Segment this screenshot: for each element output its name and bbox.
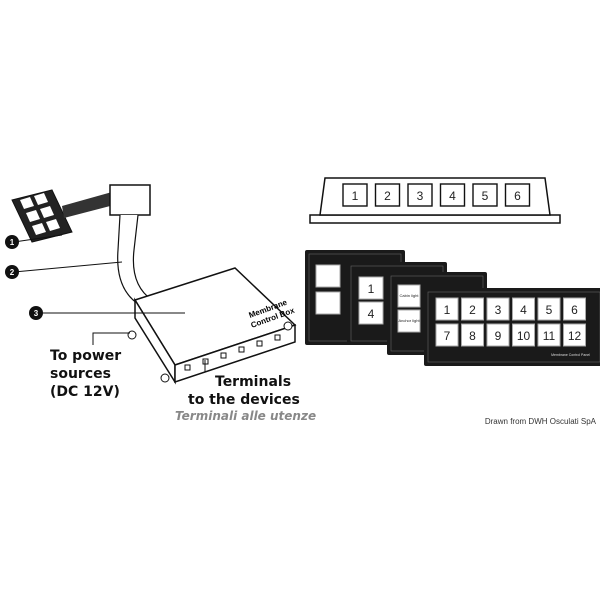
panel-12-button-label: 2 (469, 303, 476, 317)
panel-12-button-label: 6 (571, 303, 578, 317)
anchor-light-label: Anchor light (398, 318, 420, 323)
membrane-keypad (11, 189, 73, 243)
panel-2-button[interactable] (315, 264, 341, 288)
panel-4-button[interactable] (358, 301, 384, 325)
panel-4-button[interactable] (358, 276, 384, 300)
callout-3: 3 (29, 306, 185, 320)
strip-button-label: 2 (384, 189, 391, 203)
panel-12-button-label: 9 (495, 329, 502, 343)
panel-12-button-label: 8 (469, 329, 476, 343)
membrane-control-box: Membrane Control Box (127, 267, 297, 385)
terminals-label-1: Terminals (215, 374, 291, 390)
panel-12-button[interactable] (486, 297, 510, 321)
panel-12-button[interactable] (486, 323, 510, 347)
power-label-1: To power (50, 348, 121, 364)
panel-12-button[interactable] (537, 297, 561, 321)
callout-3-number: 3 (34, 309, 39, 318)
power-leader (92, 332, 130, 345)
strip-button[interactable] (504, 183, 531, 207)
panel-12-button-label: 7 (444, 329, 451, 343)
strip-button[interactable] (439, 183, 466, 207)
strip-button-label: 5 (482, 189, 489, 203)
strip-button[interactable] (407, 183, 433, 207)
panel-12-button-label: 5 (546, 303, 553, 317)
panel-12-button[interactable] (461, 297, 484, 321)
callout-1-number: 1 (10, 238, 15, 247)
panel-12-button-label: 1 (444, 303, 451, 317)
panel-2-button[interactable] (315, 291, 341, 315)
terminals-label-2: to the devices (188, 392, 300, 408)
strip-button-label: 6 (514, 189, 521, 203)
panel-12-button-label: 12 (568, 329, 582, 343)
credit: Drawn from DWH Osculati SpA (485, 417, 597, 426)
panel-caption: Membrane Control Panel (551, 353, 590, 357)
panel-12-button-label: 4 (520, 303, 527, 317)
panel-12-button-label: 10 (517, 329, 531, 343)
panel-12-button-label: 11 (543, 329, 556, 343)
callout-2-number: 2 (10, 268, 15, 277)
panel-12-button[interactable] (537, 323, 561, 347)
cabin-light-label: Cabin light (400, 293, 420, 298)
panel-4-button-label: 1 (368, 282, 375, 296)
strip-button[interactable] (472, 183, 498, 207)
strip-button[interactable] (342, 183, 368, 207)
panel-12-button-label: 3 (495, 303, 502, 317)
panel-12-button[interactable] (563, 297, 586, 321)
panel-4-button-label: 4 (368, 307, 375, 321)
ribbon-cable (62, 184, 154, 306)
panel-12-button[interactable] (512, 323, 535, 347)
power-label-3: (DC 12V) (50, 384, 120, 400)
strip-button-label: 3 (417, 189, 424, 203)
callout-2: 2 (5, 261, 123, 279)
terminals-italian-label: Terminali alle utenze (175, 409, 316, 423)
panel-12-button[interactable] (512, 297, 535, 321)
callout-1: 1 (5, 234, 63, 249)
panel-12-button[interactable] (435, 323, 459, 347)
panel-12-button[interactable] (563, 323, 586, 347)
anchor-light-button[interactable] (397, 309, 421, 333)
cabin-light-button[interactable] (397, 284, 421, 308)
strip-button-label: 1 (352, 189, 359, 203)
power-label-2: sources (50, 366, 111, 382)
strip-button-label: 4 (449, 189, 456, 203)
strip-button[interactable] (374, 183, 401, 207)
six-button-strip: 1 2 3 4 5 6 (309, 177, 561, 224)
panel-12-button[interactable] (435, 297, 459, 321)
panel-12-button[interactable] (461, 323, 484, 347)
